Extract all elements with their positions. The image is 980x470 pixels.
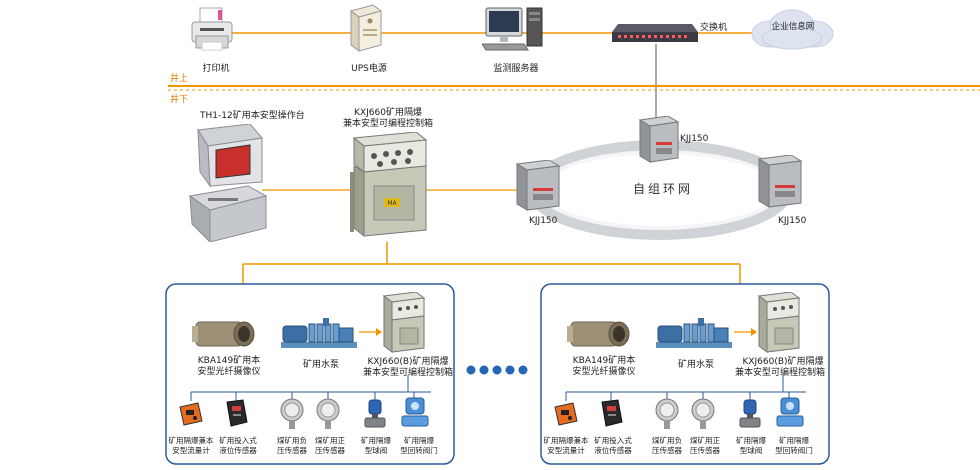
kjj-left-label: KJJ150 <box>529 216 558 226</box>
positive-pressure-sensor-icon-right <box>690 398 716 430</box>
controller-label-1: KXJ660矿用隔爆 <box>354 108 422 118</box>
sensor-3-label-1: 煤矿用负 <box>277 436 307 445</box>
sensor-5-label-2: 型球阀 <box>364 446 388 455</box>
sensor-right-6-label-2: 型回转阀门 <box>775 446 813 455</box>
cloud-icon <box>748 8 836 50</box>
negative-pressure-sensor-icon-right <box>654 398 680 430</box>
kjj-left-icon <box>515 160 563 212</box>
pump-label: 矿用水泵 <box>302 360 339 370</box>
negative-pressure-sensor-icon <box>279 398 305 430</box>
sensor-6-label-1: 矿用隔爆 <box>404 436 434 445</box>
kjj-right-icon <box>757 155 805 209</box>
sensor-5-label-1: 矿用隔爆 <box>361 436 391 445</box>
controller-label-2: 兼本安型可编程控制箱 <box>342 119 433 129</box>
console-icon <box>188 124 270 242</box>
camera-icon <box>190 318 258 352</box>
sub-controller-icon <box>380 292 428 356</box>
sensor-right-2-label-2: 液位传感器 <box>594 446 632 455</box>
camera-right-label-1: KBA149矿用本 <box>572 356 636 366</box>
sensor-right-3-label-1: 煤矿用负 <box>652 436 682 445</box>
sensor-right-5-label-2: 型球阀 <box>739 446 763 455</box>
sub-controller-right-label-2: 兼本安型可编程控制箱 <box>734 368 825 378</box>
camera-label-1: KBA149矿用本 <box>197 356 261 366</box>
sensor-right-4-label-2: 压传感器 <box>690 446 720 455</box>
sensor-right-4-label-1: 煤矿用正 <box>690 436 720 445</box>
kjj-top-label: KJJ150 <box>680 134 709 144</box>
printer-label: 打印机 <box>202 64 230 74</box>
below-ground-label: 井下 <box>170 95 189 105</box>
sensor-2-label-2: 液位传感器 <box>219 446 257 455</box>
sensor-6-label-2: 型回转阀门 <box>400 446 438 455</box>
ball-valve-icon-right <box>737 398 763 430</box>
kjj-right-label: KJJ150 <box>778 216 807 226</box>
ups-label: UPS电源 <box>351 64 387 74</box>
ball-valve-icon <box>362 398 388 430</box>
server-label: 监测服务器 <box>493 64 539 74</box>
positive-pressure-sensor-icon <box>315 398 341 430</box>
flowmeter-icon-right <box>553 401 579 427</box>
sensor-right-1-label-2: 安型流量计 <box>547 446 585 455</box>
substation-frame-right <box>540 283 830 465</box>
pump-icon-right <box>654 318 736 352</box>
level-sensor-icon-right <box>598 398 624 428</box>
camera-right-label-2: 安型光纤摄像仪 <box>572 367 636 377</box>
sub-controller-label-2: 兼本安型可编程控制箱 <box>362 368 453 378</box>
controller-box-icon: MA <box>346 132 430 244</box>
pump-right-label: 矿用水泵 <box>677 360 714 370</box>
switch-icon <box>612 22 698 44</box>
server-icon <box>482 6 546 52</box>
sub-controller-right-label-1: KXJ660(B)矿用隔爆 <box>742 357 824 367</box>
ring-label: 自组环网 <box>632 182 693 196</box>
sensor-right-3-label-2: 压传感器 <box>652 446 682 455</box>
sub-controller-label-1: KXJ660(B)矿用隔爆 <box>367 357 449 367</box>
sensor-1-label-1: 矿用隔爆兼本 <box>168 436 214 445</box>
sub-controller-icon-right <box>755 292 803 356</box>
svg-text:MA: MA <box>387 200 397 207</box>
substation-frame-left <box>165 283 455 465</box>
sensor-right-1-label-1: 矿用隔爆兼本 <box>543 436 589 445</box>
console-label: TH1-12矿用本安型操作台 <box>200 111 305 121</box>
ellipsis-dots <box>466 365 528 375</box>
ups-icon <box>345 3 385 53</box>
rotary-valve-icon-right <box>773 396 807 430</box>
sensor-4-label-1: 煤矿用正 <box>315 436 345 445</box>
camera-icon-right <box>565 318 633 352</box>
sensor-4-label-2: 压传感器 <box>315 446 345 455</box>
printer-icon <box>188 6 236 52</box>
sensor-right-2-label-1: 矿用投入式 <box>594 436 632 445</box>
cloud-label: 企业信息网 <box>771 22 815 32</box>
above-ground-label: 井上 <box>170 74 189 84</box>
level-sensor-icon <box>223 398 249 428</box>
flowmeter-icon <box>178 401 204 427</box>
sensor-1-label-2: 安型流量计 <box>172 446 210 455</box>
switch-label: 交换机 <box>700 23 728 33</box>
sensor-3-label-2: 压传感器 <box>277 446 307 455</box>
rotary-valve-icon <box>398 396 432 430</box>
sensor-right-5-label-1: 矿用隔爆 <box>736 436 766 445</box>
camera-label-2: 安型光纤摄像仪 <box>197 367 261 377</box>
pump-icon <box>279 318 361 352</box>
sensor-2-label-1: 矿用投入式 <box>219 436 257 445</box>
sensor-right-6-label-1: 矿用隔爆 <box>779 436 809 445</box>
kjj-top-icon <box>638 116 680 164</box>
